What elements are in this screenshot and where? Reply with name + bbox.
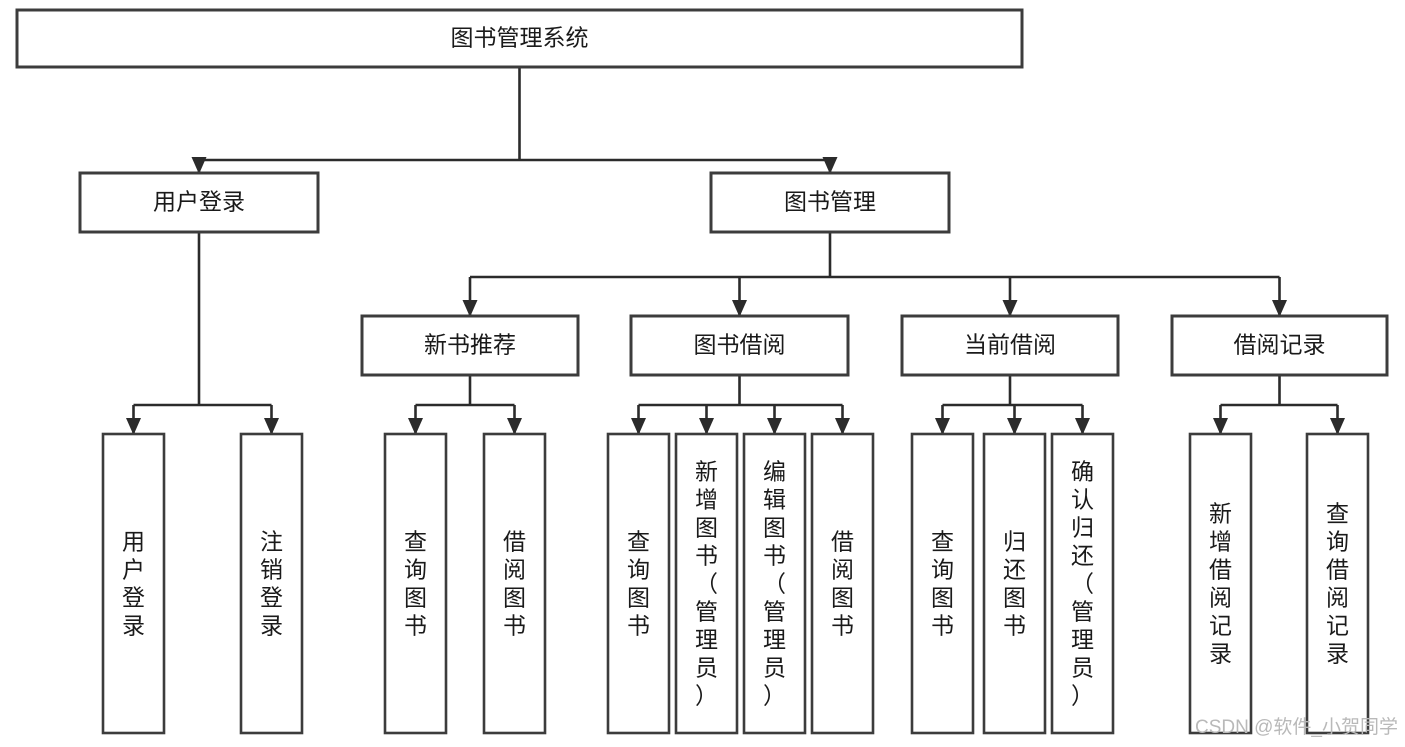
node-box-leaf-query-book-current [910,432,975,735]
node-leaf-query-book-borrow[interactable]: 查询图书 [606,432,671,735]
node-label-leaf-add-book-admin: 新增图书（管理员） [695,459,718,709]
node-box-leaf-confirm-return-admin [1050,432,1115,735]
node-box-leaf-borrow-book [810,432,875,735]
node-box-leaf-add-borrow-record [1188,432,1253,735]
arrow-head-icon [1213,418,1228,435]
node-box-current-borrow [900,314,1120,377]
node-label-leaf-borrow-book: 借阅图书 [831,529,854,639]
node-label-leaf-borrow-book-recommend: 借阅图书 [503,529,526,639]
node-leaf-add-book-admin[interactable]: 新增图书（管理员） [674,432,739,735]
node-label-leaf-return-book: 归还图书 [1003,529,1026,639]
node-label-book-manage: 图书管理 [784,189,876,215]
arrow-head-icon [732,300,747,317]
arrow-head-icon [191,157,207,174]
node-label-book-borrow: 图书借阅 [694,332,786,358]
node-leaf-add-borrow-record[interactable]: 新增借阅记录 [1188,432,1253,735]
arrow-head-icon [1330,418,1345,435]
node-borrow-record[interactable]: 借阅记录 [1170,314,1389,377]
node-label-leaf-add-borrow-record: 新增借阅记录 [1209,501,1232,667]
arrow-head-icon [1007,418,1022,435]
node-label-new-book-recommend: 新书推荐 [424,332,516,358]
node-box-leaf-query-book-borrow [606,432,671,735]
node-box-leaf-edit-book-admin [742,432,807,735]
node-label-current-borrow: 当前借阅 [964,332,1056,358]
arrow-head-icon [1272,300,1287,317]
node-book-manage[interactable]: 图书管理 [709,171,951,234]
node-box-user-login [78,171,320,234]
arrow-head-icon [507,418,522,435]
node-book-borrow[interactable]: 图书借阅 [629,314,850,377]
node-box-leaf-return-book [982,432,1047,735]
node-box-root [15,8,1024,69]
connector-edges [126,67,1345,435]
arrow-head-icon [408,418,423,435]
node-box-leaf-borrow-book-recommend [482,432,547,735]
node-label-leaf-user-login: 用户登录 [122,529,145,639]
node-box-leaf-query-borrow-record [1305,432,1370,735]
node-root[interactable]: 图书管理系统 [15,8,1024,69]
node-user-login[interactable]: 用户登录 [78,171,320,234]
node-leaf-user-login[interactable]: 用户登录 [101,432,166,735]
node-leaf-logout[interactable]: 注销登录 [239,432,304,735]
arrow-head-icon [699,418,714,435]
node-label-borrow-record: 借阅记录 [1234,332,1326,358]
arrow-head-icon [1075,418,1090,435]
node-new-book-recommend[interactable]: 新书推荐 [360,314,580,377]
node-current-borrow[interactable]: 当前借阅 [900,314,1120,377]
node-leaf-query-book-recommend[interactable]: 查询图书 [383,432,448,735]
node-label-leaf-query-book-current: 查询图书 [931,529,954,639]
node-leaf-edit-book-admin[interactable]: 编辑图书（管理员） [742,432,807,735]
node-leaf-borrow-book-recommend[interactable]: 借阅图书 [482,432,547,735]
node-label-leaf-logout: 注销登录 [260,529,283,639]
arrow-head-icon [835,418,850,435]
csdn-watermark: CSDN @软件_小贺同学 [1195,716,1398,738]
node-box-leaf-query-book-recommend [383,432,448,735]
node-leaf-return-book[interactable]: 归还图书 [982,432,1047,735]
arrow-head-icon [822,157,838,174]
node-leaf-borrow-book[interactable]: 借阅图书 [810,432,875,735]
node-box-book-manage [709,171,951,234]
node-label-leaf-confirm-return-admin: 确认归还（管理员） [1071,459,1094,709]
node-leaf-query-book-current[interactable]: 查询图书 [910,432,975,735]
node-box-leaf-user-login [101,432,166,735]
arrow-head-icon [1002,300,1018,317]
node-label-root: 图书管理系统 [451,25,589,51]
node-label-leaf-query-book-recommend: 查询图书 [404,529,427,639]
arrow-head-icon [631,418,646,435]
node-leaf-confirm-return-admin[interactable]: 确认归还（管理员） [1050,432,1115,735]
node-label-leaf-edit-book-admin: 编辑图书（管理员） [763,459,786,709]
node-box-leaf-logout [239,432,304,735]
node-label-leaf-query-book-borrow: 查询图书 [627,529,650,639]
node-box-book-borrow [629,314,850,377]
node-leaf-query-borrow-record[interactable]: 查询借阅记录 [1305,432,1370,735]
arrow-head-icon [264,418,279,435]
arrow-head-icon [767,418,782,435]
node-label-leaf-query-borrow-record: 查询借阅记录 [1326,501,1349,667]
node-label-user-login: 用户登录 [153,189,245,215]
node-box-borrow-record [1170,314,1389,377]
arrow-head-icon [462,300,478,317]
node-box-leaf-add-book-admin [674,432,739,735]
arrow-head-icon [126,418,141,435]
node-box-new-book-recommend [360,314,580,377]
diagram-nodes: 图书管理系统用户登录图书管理新书推荐图书借阅当前借阅借阅记录用户登录注销登录查询… [15,8,1389,735]
arrow-head-icon [935,418,950,435]
